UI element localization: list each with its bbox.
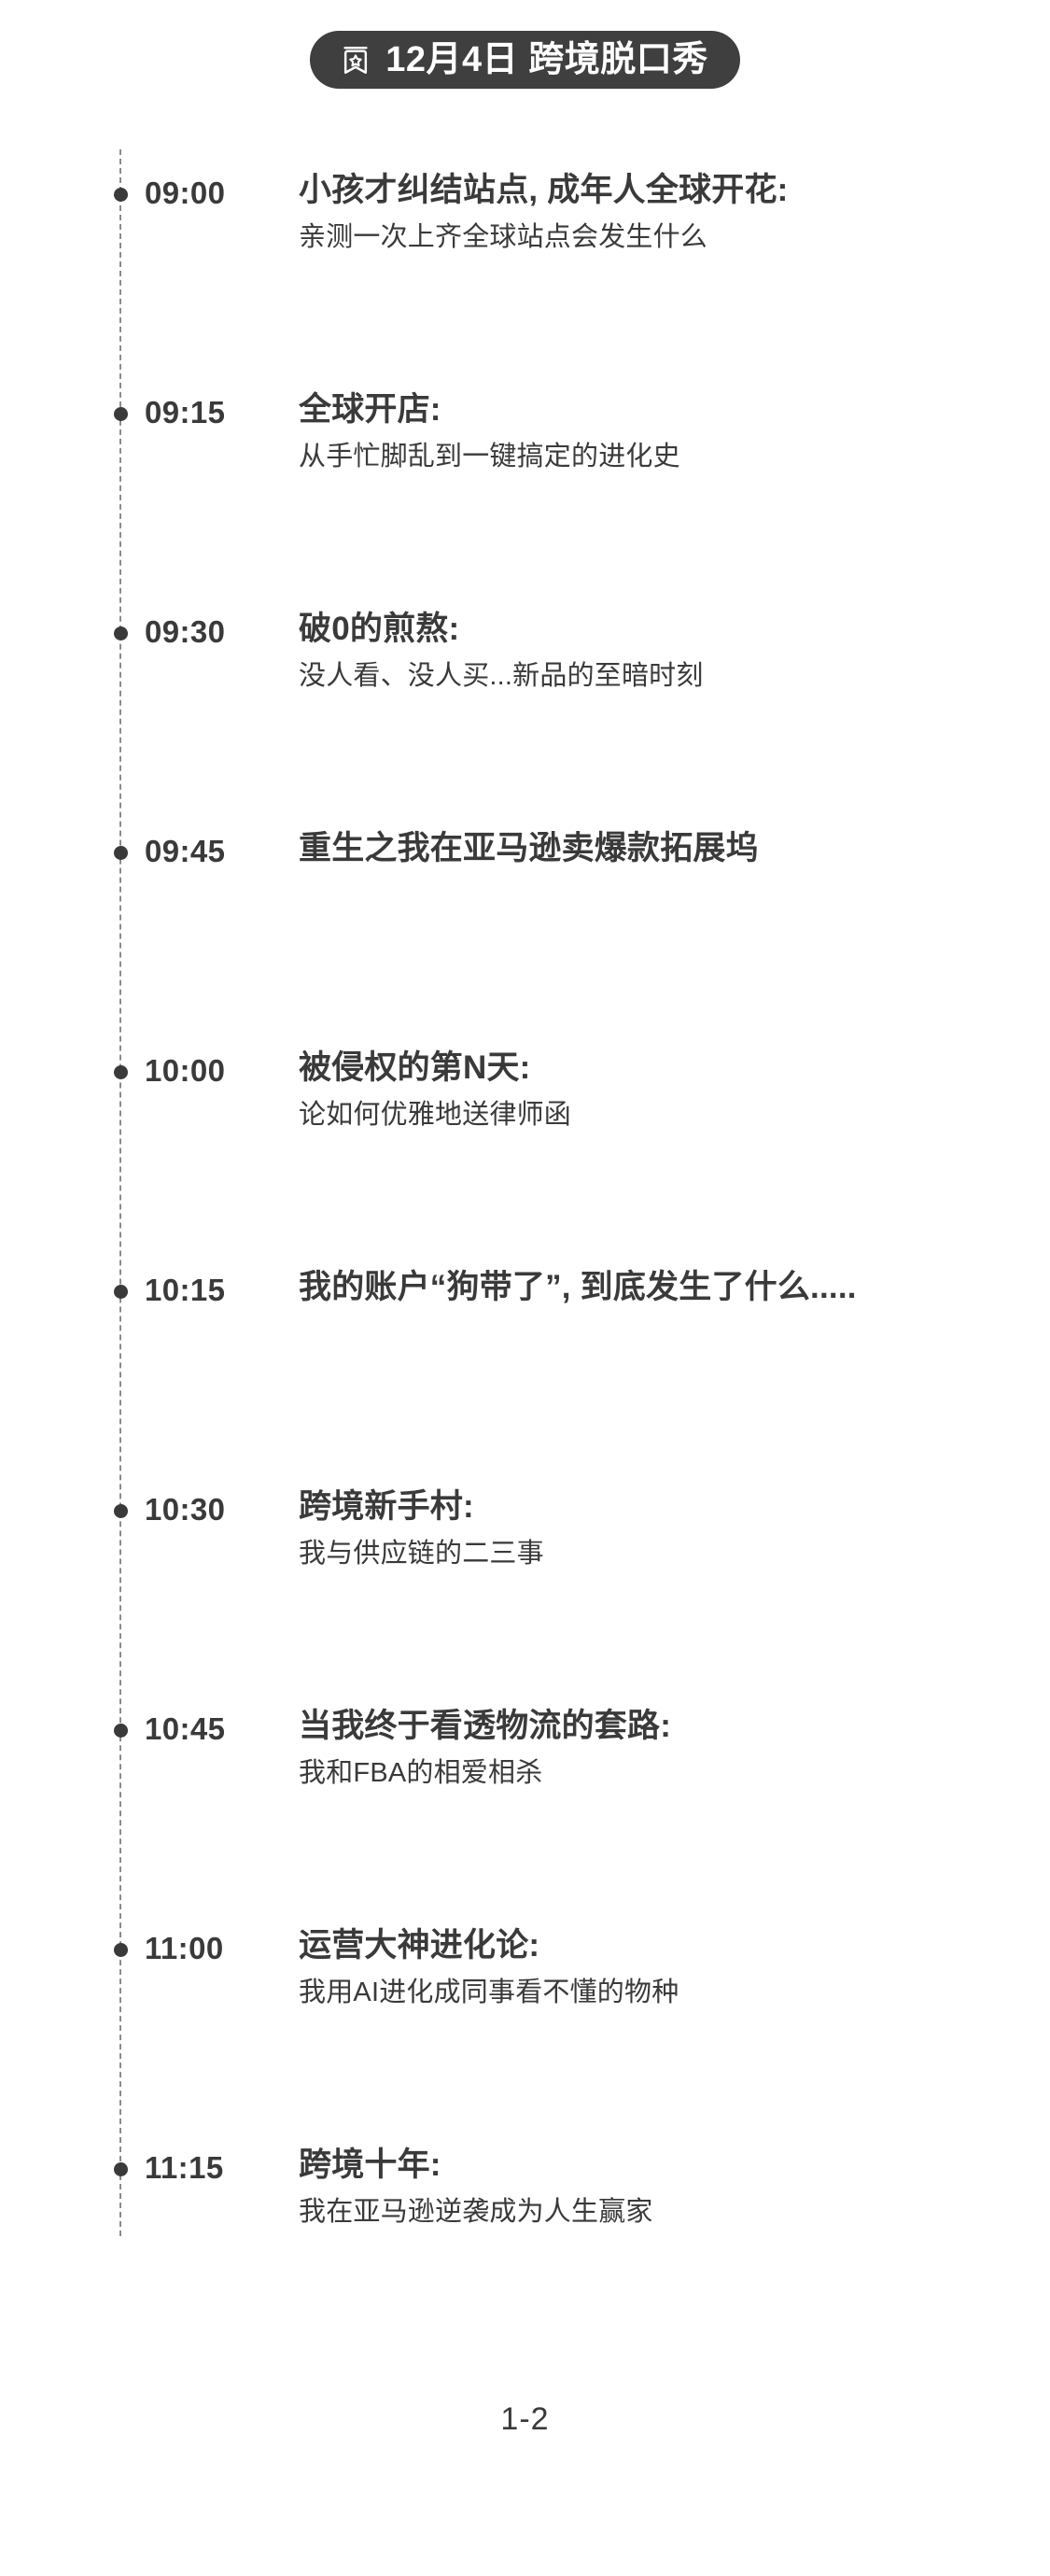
header-title: 12月4日 跨境脱口秀 (385, 40, 708, 79)
entry-title: 当我终于看透物流的套路: (299, 1708, 672, 1744)
entry-body: 我的账户“狗带了”, 到底发生了什么..... (299, 1265, 1008, 1309)
entry-title: 小孩才纠结站点, 成年人全球开花: (299, 172, 789, 208)
timeline-entry[interactable]: 09:00 小孩才纠结站点, 成年人全球开花: 亲测一次上齐全球站点会发生什么 (0, 149, 1050, 369)
entry-time: 09:45 (145, 834, 226, 868)
timeline-entry[interactable]: 10:15 我的账户“狗带了”, 到底发生了什么..... (0, 1246, 1050, 1466)
entry-title: 全球开店: (299, 391, 441, 428)
entry-time: 11:00 (145, 1931, 224, 1965)
timeline-entry[interactable]: 11:15 跨境十年: 我在亚马逊逆袭成为人生赢家 (0, 2124, 1050, 2344)
entry-body: 破0的煎熬: 没人看、没人买...新品的至暗时刻 (299, 607, 1008, 695)
entry-body: 跨境十年: 我在亚马逊逆袭成为人生赢家 (299, 2143, 1008, 2231)
entry-body: 跨境新手村: 我与供应链的二三事 (299, 1485, 1008, 1572)
entry-body: 小孩才纠结站点, 成年人全球开花: 亲测一次上齐全球站点会发生什么 (299, 168, 1008, 256)
entry-title: 被侵权的第N天: (299, 1049, 531, 1086)
timeline-dot (114, 407, 128, 421)
timeline-dot (114, 846, 128, 860)
timeline-dashed-axis (119, 149, 121, 2236)
entry-time: 10:30 (145, 1492, 226, 1527)
timeline: 09:00 小孩才纠结站点, 成年人全球开花: 亲测一次上齐全球站点会发生什么 … (0, 149, 1050, 2344)
entry-body: 当我终于看透物流的套路: 我和FBA的相爱相杀 (299, 1704, 1008, 1792)
entry-subtitle: 没人看、没人买...新品的至暗时刻 (299, 661, 704, 692)
entry-title: 跨境新手村: (299, 1488, 474, 1525)
timeline-dot (114, 1285, 128, 1299)
timeline-entry[interactable]: 10:45 当我终于看透物流的套路: 我和FBA的相爱相杀 (0, 1685, 1050, 1905)
entry-subtitle: 我和FBA的相爱相杀 (299, 1758, 543, 1789)
entry-subtitle: 论如何优雅地送律师函 (299, 1100, 572, 1131)
timeline-entry[interactable]: 09:15 全球开店: 从手忙脚乱到一键搞定的进化史 (0, 369, 1050, 588)
timeline-entry[interactable]: 11:00 运营大神进化论: 我用AI进化成同事看不懂的物种 (0, 1905, 1050, 2124)
entry-time: 10:45 (145, 1711, 226, 1746)
timeline-entry[interactable]: 10:30 跨境新手村: 我与供应链的二三事 (0, 1466, 1050, 1685)
timeline-dot (114, 626, 128, 640)
entry-title: 运营大神进化论: (299, 1927, 540, 1964)
timeline-dot (114, 1943, 128, 1957)
entry-body: 运营大神进化论: 我用AI进化成同事看不懂的物种 (299, 1923, 1008, 2011)
entry-time: 09:15 (145, 395, 226, 429)
timeline-entry[interactable]: 10:00 被侵权的第N天: 论如何优雅地送律师函 (0, 1027, 1050, 1246)
timeline-entry-list: 09:00 小孩才纠结站点, 成年人全球开花: 亲测一次上齐全球站点会发生什么 … (0, 149, 1050, 2344)
timeline-entry[interactable]: 09:30 破0的煎熬: 没人看、没人买...新品的至暗时刻 (0, 588, 1050, 808)
timeline-dot (114, 1724, 128, 1738)
entry-title: 跨境十年: (299, 2147, 441, 2183)
entry-subtitle: 从手忙脚乱到一键搞定的进化史 (299, 442, 680, 472)
entry-time: 09:00 (145, 176, 226, 210)
header: 12月4日 跨境脱口秀 (0, 31, 1050, 89)
timeline-dot (114, 1504, 128, 1518)
entry-time: 10:15 (145, 1273, 226, 1307)
header-pill: 12月4日 跨境脱口秀 (310, 31, 740, 89)
entry-body: 重生之我在亚马逊卖爆款拓展坞 (299, 826, 1008, 870)
entry-subtitle: 亲测一次上齐全球站点会发生什么 (299, 222, 708, 253)
entry-title: 破0的煎熬: (299, 611, 460, 647)
entry-body: 全球开店: 从手忙脚乱到一键搞定的进化史 (299, 387, 1008, 475)
entry-subtitle: 我与供应链的二三事 (299, 1539, 544, 1570)
timeline-dot (114, 2162, 128, 2176)
timeline-entry[interactable]: 09:45 重生之我在亚马逊卖爆款拓展坞 (0, 808, 1050, 1027)
timeline-dot (114, 188, 128, 202)
page-number: 1-2 (500, 2401, 550, 2437)
entry-time: 09:30 (145, 614, 226, 649)
entry-title: 重生之我在亚马逊卖爆款拓展坞 (299, 830, 759, 866)
bookmark-star-icon (338, 42, 373, 78)
timeline-dot (114, 1065, 128, 1079)
entry-title: 我的账户“狗带了”, 到底发生了什么..... (299, 1269, 857, 1305)
footer: 1-2 (0, 2401, 1050, 2438)
entry-time: 11:15 (145, 2150, 224, 2185)
entry-body: 被侵权的第N天: 论如何优雅地送律师函 (299, 1046, 1008, 1133)
entry-time: 10:00 (145, 1053, 226, 1088)
entry-subtitle: 我在亚马逊逆袭成为人生赢家 (299, 2197, 653, 2228)
entry-subtitle: 我用AI进化成同事看不懂的物种 (299, 1978, 679, 2008)
